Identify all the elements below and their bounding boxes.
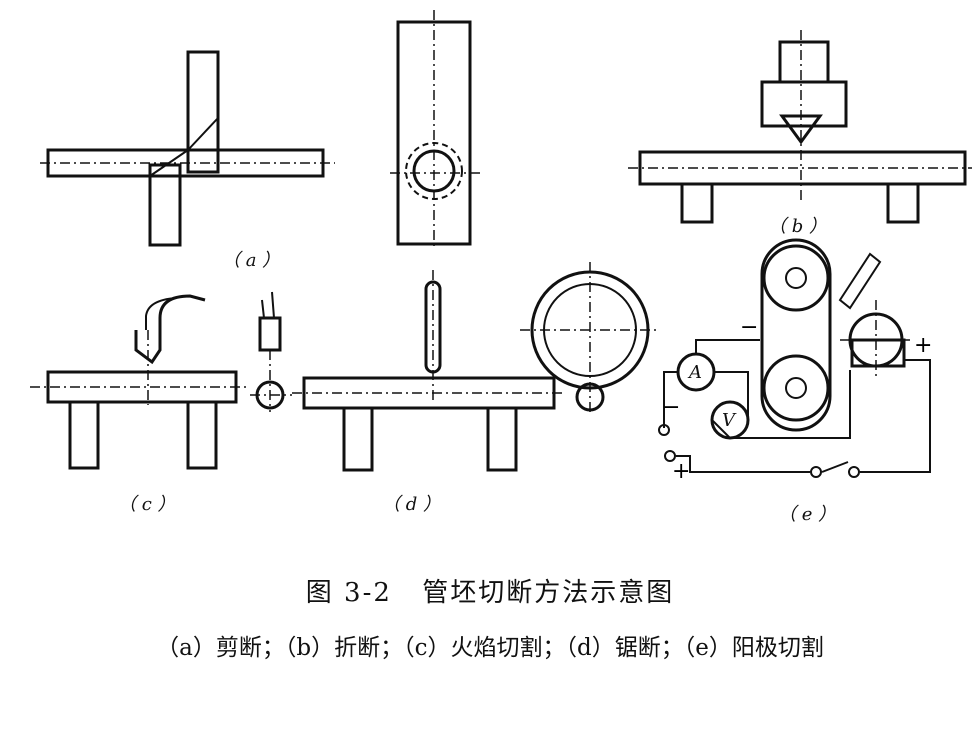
panel-c-flame-cutting: （ c ）: [30, 291, 292, 515]
panel-c-label: （ c ）: [118, 494, 176, 515]
figure-caption: 图 3-2 管坯切断方法示意图: [0, 572, 980, 609]
panel-b-label: （ b ）: [768, 216, 827, 237]
panel-b-breaking: （ b ）: [628, 30, 972, 237]
figure-caption-items: （a）剪断；（b）折断；（c）火焰切割；（d）锯断；（e）阳极切割: [156, 635, 824, 661]
figure-number: 图 3-2: [305, 578, 392, 608]
panel-d-label: （ d ）: [382, 494, 441, 515]
polarity-minus-left: −: [662, 395, 680, 420]
figure-title: 管坯切断方法示意图: [422, 578, 675, 608]
panel-a-label: （ a ）: [222, 250, 280, 271]
polarity-plus-left: +: [672, 459, 690, 484]
panel-a-shearing: （ a ）: [40, 50, 335, 271]
polarity-plus-right: +: [914, 333, 932, 358]
polarity-minus-top: −: [740, 315, 758, 340]
panel-d-sawing: （ d ）: [292, 262, 660, 515]
ammeter-label: A: [687, 362, 702, 383]
voltmeter-label: V: [722, 410, 737, 431]
panel-a-die-view: [390, 10, 480, 250]
panel-e-label: （ e ）: [778, 504, 836, 525]
panel-e-anodic-cutting: A V − − + + （ e ）: [658, 238, 932, 525]
